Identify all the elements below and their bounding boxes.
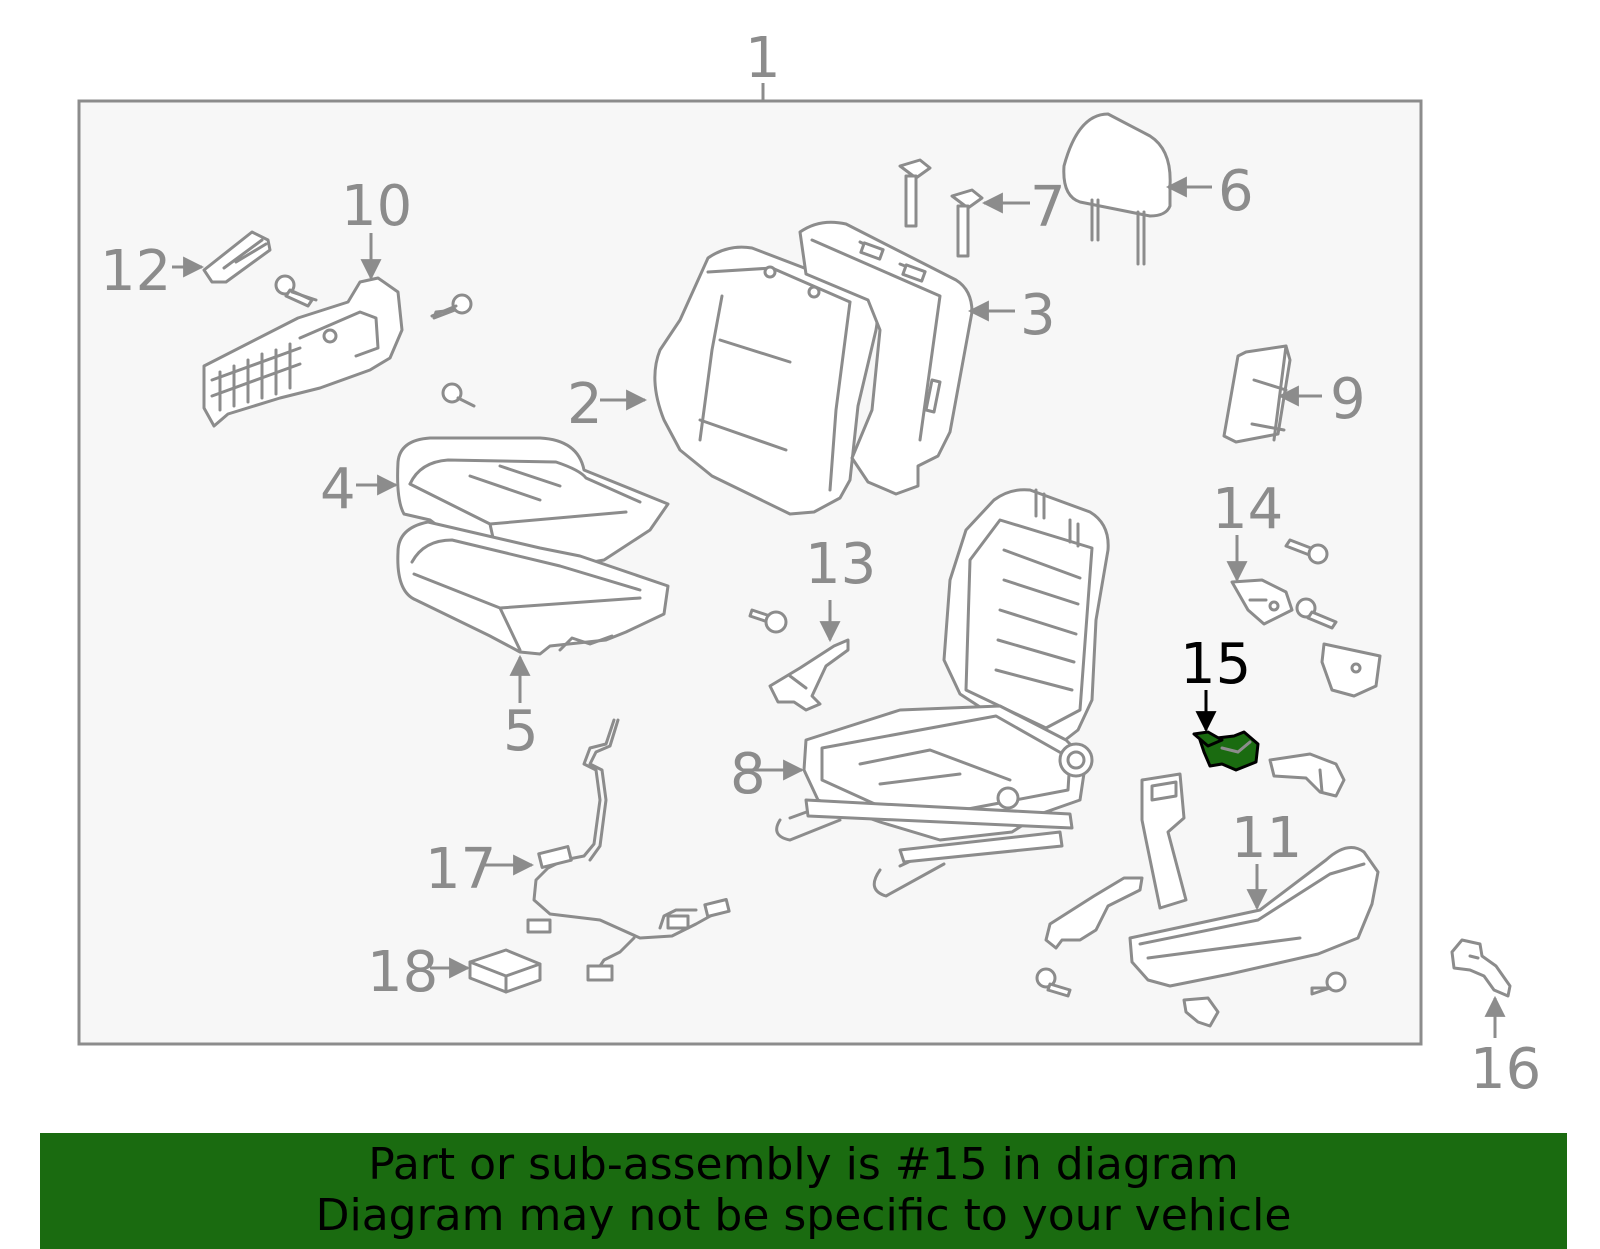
part-12-clip	[202, 230, 272, 284]
callout-6: 6	[1218, 159, 1254, 224]
callout-17: 17	[425, 837, 496, 902]
bolt	[748, 608, 788, 634]
bolt	[1035, 967, 1072, 998]
clip	[1182, 996, 1220, 1028]
footer-banner: Part or sub-assembly is #15 in diagram D…	[40, 1133, 1567, 1249]
callout-9: 9	[1330, 367, 1366, 432]
callout-8: 8	[730, 742, 766, 807]
part-7-headrest-guide	[898, 158, 984, 258]
part-9-bracket	[1222, 344, 1292, 444]
bolt	[290, 290, 318, 302]
bracket	[1044, 876, 1144, 950]
part-11-side-cover	[1128, 846, 1380, 988]
callout-15: 15	[1180, 632, 1251, 697]
callout-11: 11	[1231, 806, 1302, 871]
callout-7: 7	[1030, 175, 1066, 240]
callout-5: 5	[503, 699, 539, 764]
seat-belt-buckle	[1140, 772, 1188, 910]
bracket	[1268, 752, 1346, 798]
part-18-module	[468, 948, 542, 994]
callout-1: 1	[745, 26, 781, 91]
callout-13: 13	[805, 532, 876, 597]
part-8-seat-frame	[775, 488, 1110, 898]
callout-12: 12	[100, 239, 171, 304]
callout-16: 16	[1470, 1037, 1541, 1102]
part-15-highlighted-part	[1192, 730, 1260, 772]
bolt	[441, 382, 476, 408]
bolt	[1295, 597, 1338, 630]
part-2-seatback-cover	[653, 245, 879, 516]
part-5-cushion-pad	[396, 520, 670, 656]
callout-4: 4	[320, 457, 356, 522]
callout-14: 14	[1212, 477, 1283, 542]
part-13-trim	[768, 638, 850, 712]
bolt	[1310, 971, 1347, 996]
callout-10: 10	[341, 174, 412, 239]
part-10-side-shield	[202, 276, 404, 428]
bolt	[1284, 538, 1329, 565]
callout-3: 3	[1020, 283, 1056, 348]
footer-line-2: Diagram may not be specific to your vehi…	[315, 1190, 1292, 1241]
callout-18: 18	[367, 940, 438, 1005]
part-16-bracket	[1450, 938, 1512, 998]
part-14-recliner-cover	[1320, 642, 1382, 698]
part-3-seatback-pad	[798, 220, 974, 496]
bolt	[430, 293, 473, 320]
part-17-wire-harness	[526, 718, 731, 982]
part-14-hinge-cover	[1230, 578, 1294, 626]
assembly-frame	[77, 99, 1423, 1046]
callout-2: 2	[567, 372, 603, 437]
footer-line-1: Part or sub-assembly is #15 in diagram	[368, 1139, 1239, 1190]
